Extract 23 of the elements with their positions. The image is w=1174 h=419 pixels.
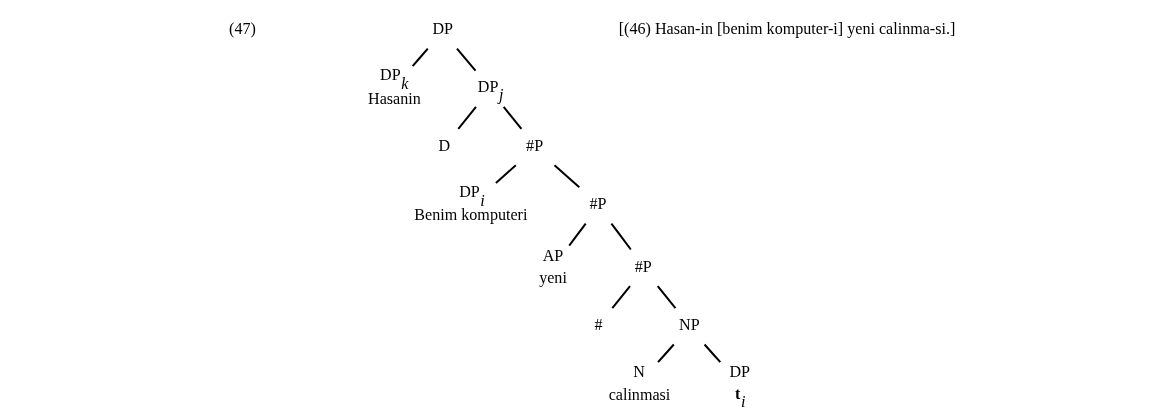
node-text: # <box>594 316 603 334</box>
node-text: #P <box>634 257 652 275</box>
node-text: DP <box>431 20 453 38</box>
node-text: AP yeni <box>538 246 567 286</box>
node-text: NP <box>678 316 700 334</box>
connector <box>567 223 587 247</box>
connector <box>656 285 676 309</box>
connector <box>656 343 675 363</box>
connector <box>611 285 631 309</box>
connector <box>494 164 516 184</box>
connector <box>411 47 429 67</box>
connector <box>455 47 476 72</box>
label: (47) <box>228 20 256 38</box>
node-text: D <box>438 136 450 154</box>
node-text: #P <box>525 136 543 154</box>
connector <box>553 164 580 189</box>
connector <box>502 106 522 130</box>
label: [(46) Hasan-in [benim komputer-i] yeni calinma-si.] <box>618 20 955 38</box>
connector <box>457 106 477 130</box>
node-text: #P <box>589 195 607 213</box>
connector <box>610 223 632 251</box>
connector <box>703 343 721 363</box>
node-text: N calinmasi <box>608 363 670 403</box>
